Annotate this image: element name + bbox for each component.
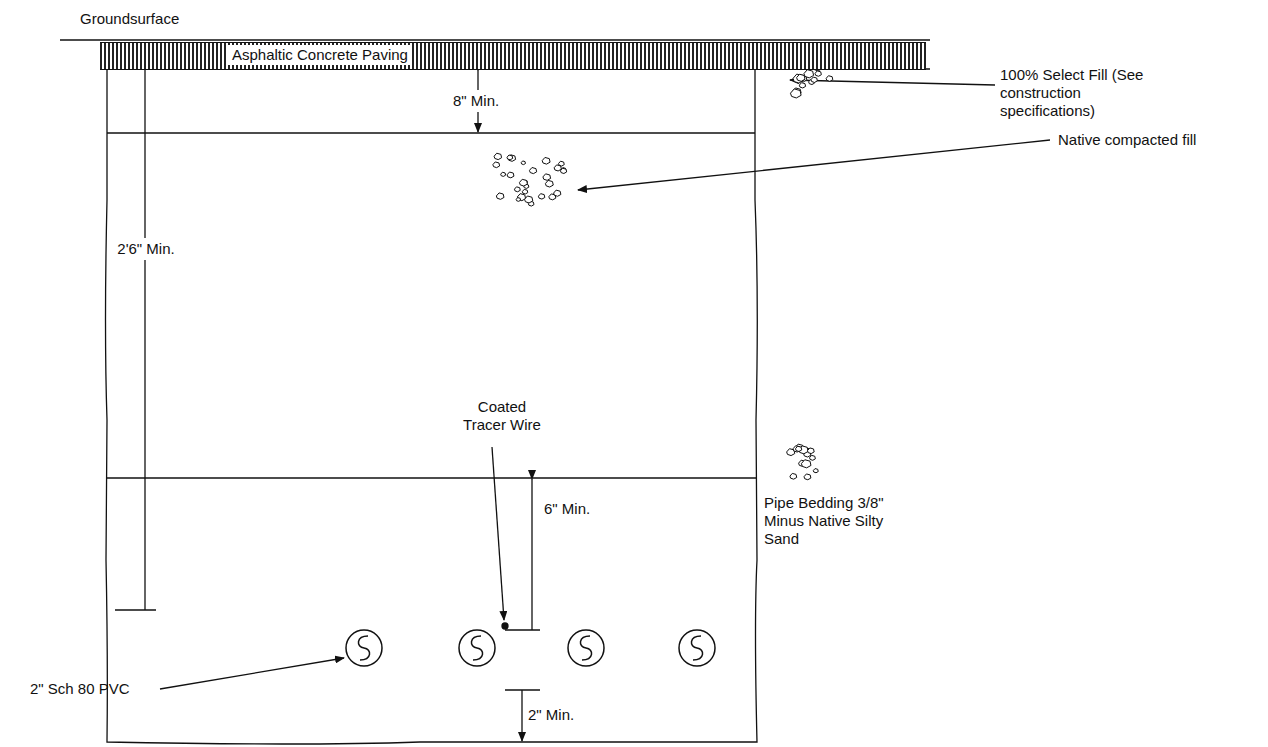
material-note: 100% Select Fill (See construction speci… (1000, 66, 1150, 120)
aggregate-symbols (493, 64, 833, 480)
dimension-label: 2" Min. (528, 706, 574, 724)
paving-band: Asphaltic Concrete Paving (100, 42, 926, 70)
dimension-label: 8" Min. (452, 90, 500, 112)
trench-outline (106, 69, 758, 744)
material-note: Pipe Bedding 3/8" Minus Native Silty San… (764, 494, 909, 548)
layer-boundary (107, 477, 756, 478)
dimension-label: 6" Min. (544, 500, 590, 518)
callout-label: Coated Tracer Wire (462, 398, 542, 434)
material-note: Native compacted fill (1058, 131, 1196, 149)
ground-line (60, 39, 930, 40)
pvc-pipes (346, 630, 715, 666)
layer-boundary (107, 132, 755, 133)
ground-label: Groundsurface (80, 10, 179, 28)
pipe-label: 2" Sch 80 PVC (30, 680, 130, 698)
dimension-label: 2'6" Min. (116, 238, 176, 260)
paving-label: Asphaltic Concrete Paving (228, 45, 412, 65)
